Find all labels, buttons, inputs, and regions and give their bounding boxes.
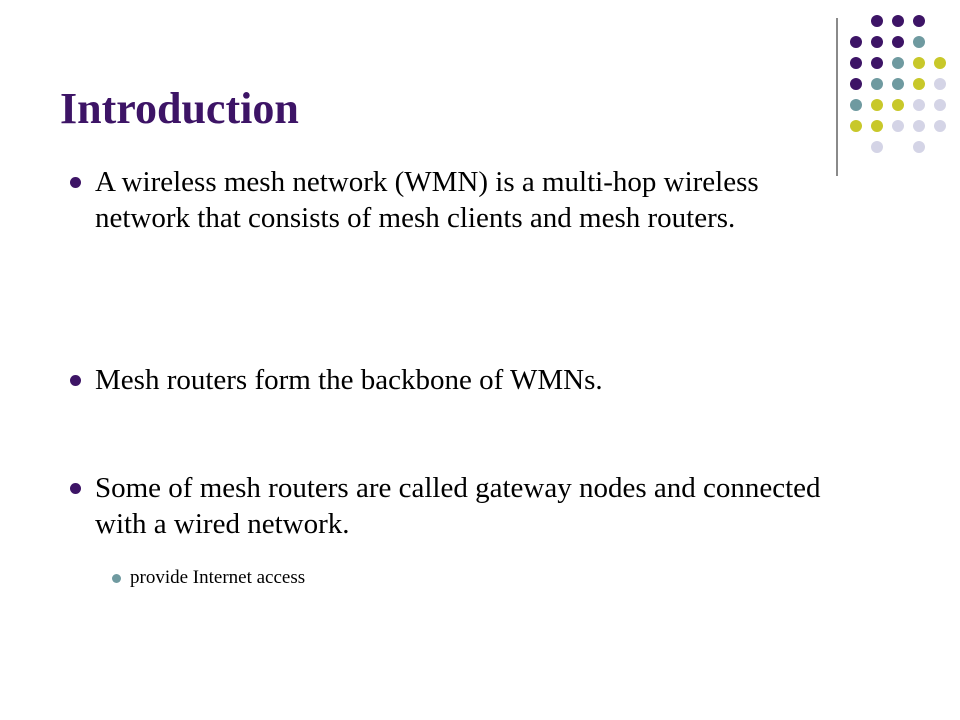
bullet-text: A wireless mesh network (WMN) is a multi… <box>95 166 759 234</box>
decor-dot <box>892 78 904 90</box>
decor-dot <box>850 120 862 132</box>
bullet-item: Some of mesh routers are called gateway … <box>70 470 855 542</box>
decor-dot <box>892 15 904 27</box>
slide-title: Introduction <box>60 84 299 133</box>
decor-dot <box>871 78 883 90</box>
decor-dot <box>913 141 925 153</box>
bullet-item: A wireless mesh network (WMN) is a multi… <box>70 164 855 236</box>
decor-dot <box>850 57 862 69</box>
decor-dot <box>850 36 862 48</box>
sub-bullet-item: provide Internet access <box>112 566 830 590</box>
bullet-text: Mesh routers form the backbone of WMNs. <box>95 364 603 396</box>
decor-dot <box>892 36 904 48</box>
bullet-dot-icon <box>70 177 81 188</box>
decor-dot <box>934 57 946 69</box>
sub-bullet-text: provide Internet access <box>130 567 306 588</box>
decor-dot <box>871 36 883 48</box>
decor-dot <box>913 78 925 90</box>
bullet-dot-icon <box>70 375 81 386</box>
decor-dot <box>934 99 946 111</box>
decor-dot <box>871 15 883 27</box>
decor-dot <box>913 15 925 27</box>
decor-dot <box>871 57 883 69</box>
decor-dot <box>871 120 883 132</box>
sub-bullet-dot-icon <box>112 574 121 583</box>
decor-dot <box>913 120 925 132</box>
decor-dot <box>913 57 925 69</box>
bullet-text: Some of mesh routers are called gateway … <box>95 472 821 540</box>
decor-dot <box>871 141 883 153</box>
decor-dot <box>913 99 925 111</box>
decor-dot <box>892 120 904 132</box>
decor-dot <box>892 99 904 111</box>
bullet-dot-icon <box>70 483 81 494</box>
vertical-divider-line <box>836 18 838 176</box>
bullet-item: Mesh routers form the backbone of WMNs. <box>70 362 855 398</box>
decor-dot <box>871 99 883 111</box>
decor-dot <box>934 78 946 90</box>
decor-dot <box>850 99 862 111</box>
decor-dot <box>934 120 946 132</box>
decor-dot <box>850 78 862 90</box>
decor-dot <box>892 57 904 69</box>
decor-dot <box>913 36 925 48</box>
